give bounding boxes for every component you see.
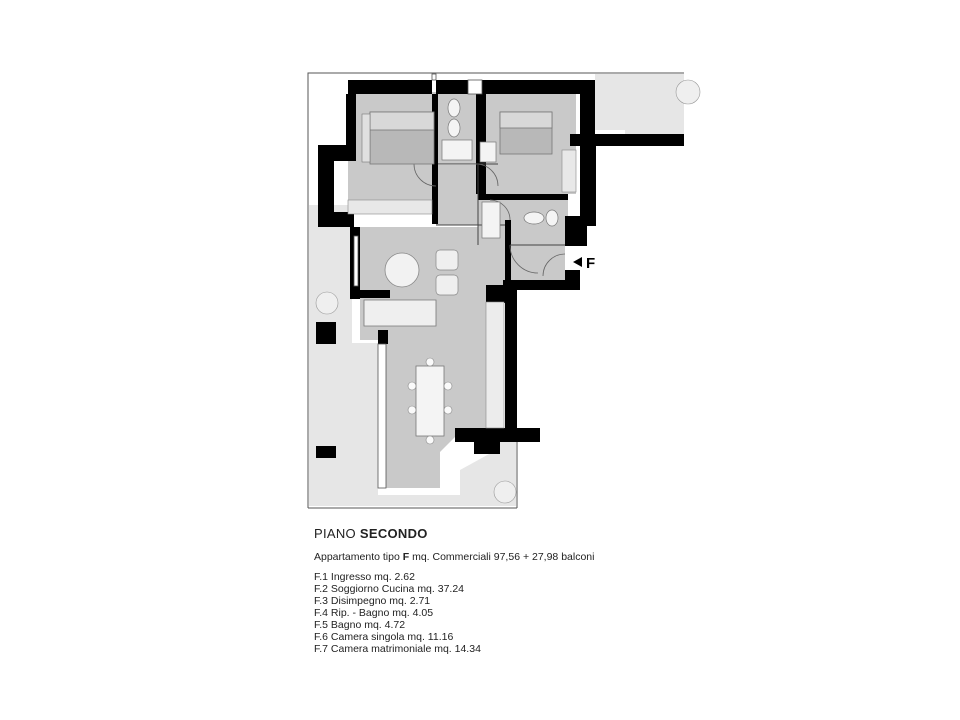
- room-item: F.2 Soggiorno Cucina mq. 37.24: [314, 583, 465, 595]
- floor-label-name: SECONDO: [359, 526, 428, 541]
- balcony-top-right: [595, 74, 684, 135]
- entry-marker-label: F: [586, 255, 595, 272]
- room-item: F.3 Disimpegno mq. 2.71: [314, 595, 431, 607]
- entrance-floor: [505, 245, 565, 280]
- door-swings: [413, 163, 566, 277]
- apartment-suffix: mq. Commerciali 97,56 + 27,98 balconi: [412, 551, 595, 563]
- round-table: [384, 252, 420, 288]
- windows: [353, 73, 483, 489]
- room-item: F.6 Camera singola mq. 11.16: [314, 631, 454, 643]
- floor-label-prefix: PIANO: [314, 526, 356, 541]
- legend: PIANO SECONDO Appartamento tipo F mq. Co…: [314, 526, 594, 655]
- room-item: F.5 Bagno mq. 4.72: [314, 619, 406, 631]
- floor-title: PIANO SECONDO: [314, 526, 594, 541]
- room-item: F.7 Camera matrimoniale mq. 14.34: [314, 643, 481, 655]
- hallway-floor: [436, 165, 478, 225]
- living-floor: [360, 227, 505, 488]
- bathroom-fixtures: [441, 98, 559, 239]
- apartment-summary: Appartamento tipo F mq. Commerciali 97,5…: [314, 551, 594, 563]
- wardrobe-master: [347, 199, 433, 215]
- plant-icon: [675, 79, 701, 105]
- room-list: F.1 Ingresso mq. 2.62 F.2 Soggiorno Cuci…: [314, 571, 594, 655]
- wardrobe-single: [561, 149, 577, 193]
- balcony-left: [309, 205, 516, 506]
- room-item: F.4 Rip. - Bagno mq. 4.05: [314, 607, 434, 619]
- double-bed: [361, 111, 435, 165]
- dining-table: [415, 365, 445, 437]
- entry-arrow-icon: [573, 257, 582, 267]
- plant-icon: [493, 480, 517, 504]
- dining-chairs: [407, 357, 453, 445]
- site-boundary: [307, 72, 684, 508]
- apartment-prefix: Appartamento tipo: [314, 551, 400, 563]
- plant-icon: [315, 291, 339, 315]
- room-item: F.1 Ingresso mq. 2.62: [314, 571, 415, 583]
- sofa: [363, 299, 437, 327]
- armchairs: [435, 249, 459, 296]
- single-bed: [499, 111, 553, 155]
- kitchen-counter: [485, 301, 505, 429]
- apartment-type: F: [402, 551, 410, 563]
